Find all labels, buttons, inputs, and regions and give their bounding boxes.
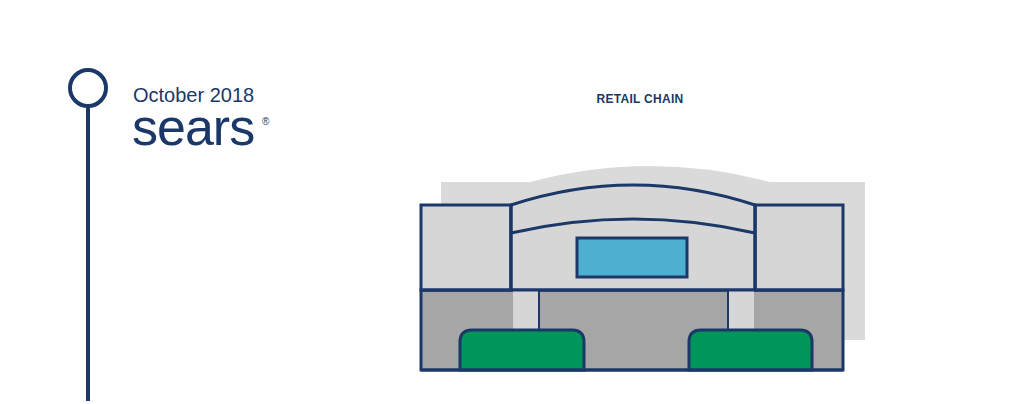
- building-pillar: [513, 291, 539, 331]
- timeline-marker: [70, 70, 106, 106]
- registered-mark: ®: [262, 117, 269, 127]
- building-wing: [755, 205, 843, 290]
- building-wing: [421, 205, 511, 290]
- timeline-line: [86, 106, 90, 401]
- planter: [460, 330, 584, 370]
- brand-name: sears: [132, 101, 254, 153]
- building-center: [511, 185, 755, 290]
- building-base: [421, 290, 843, 370]
- category-label: RETAIL CHAIN: [596, 93, 683, 105]
- building-arch-line: [511, 219, 755, 233]
- planter: [689, 330, 812, 370]
- building-pillar: [728, 291, 754, 331]
- store-sign: [577, 238, 687, 277]
